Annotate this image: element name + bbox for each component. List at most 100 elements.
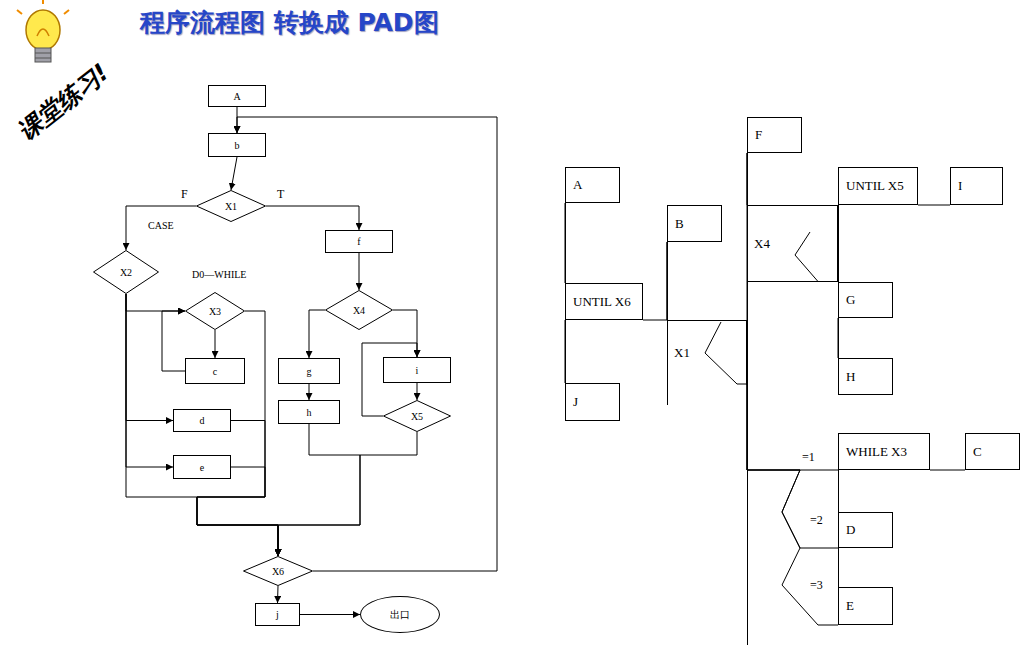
edge-label: =2 [809,514,824,527]
decision-diamond: X1 [196,190,266,222]
node-text: X1 [225,201,237,212]
connector [197,467,278,556]
connector [278,432,417,556]
node-text: E [846,598,854,614]
exercise-banner: 课堂练习! [2,49,124,154]
node-text: g [307,366,312,377]
decision-diamond: X2 [93,250,159,294]
pad-box: G [838,282,893,318]
connector [126,294,173,467]
pad-box: B [667,205,722,242]
node-text: B [675,216,684,232]
connector [417,383,418,400]
process-box: e [173,455,231,479]
node-text: X3 [209,306,221,317]
node-text: D [846,522,855,538]
node-text: X1 [674,345,690,361]
process-box: g [278,358,340,384]
connector [266,206,359,230]
connector [277,586,279,603]
node-text: I [958,178,962,194]
connector [747,385,838,625]
edge-label: =3 [809,579,824,592]
node-text: C [973,444,982,460]
connector [162,311,185,371]
process-box: A [208,85,266,107]
node-text: UNTIL X5 [846,178,904,194]
process-box: i [383,357,451,383]
node-text: j [276,609,279,620]
process-box: c [185,358,245,384]
connector [278,424,360,556]
edge-label: T [276,188,285,201]
pad-box: I [950,167,1003,205]
edge-label: F [180,188,189,201]
connector [309,310,325,358]
node-text: d [200,415,205,426]
terminal-ellipse: 出口 [360,596,440,633]
connector [930,470,965,471]
pad-decision: X4 [747,205,838,282]
connector [126,294,185,311]
connector [197,421,278,557]
pad-box: C [965,433,1020,470]
connector [215,330,216,358]
pad-bars [566,117,839,645]
connector [838,318,839,358]
connector [643,242,667,320]
connector [565,320,566,383]
node-text: UNTIL X6 [573,294,631,310]
node-text: 出口 [390,608,410,622]
node-text: F [755,127,762,143]
process-box: f [325,230,393,253]
connector [747,385,838,470]
pad-decision: X1 [667,320,747,385]
node-text: X2 [120,267,132,278]
node-text: c [213,366,217,377]
connector [747,153,748,320]
pad-box: WHILE X3 [838,433,930,470]
connector [747,385,838,548]
decision-diamond: X6 [243,556,313,586]
flow-note: D0—WHILE [192,269,246,280]
decision-diamond: X4 [325,290,393,330]
pad-box: F [747,117,802,153]
node-text: G [846,292,855,308]
node-text: WHILE X3 [846,444,907,460]
connector [359,253,360,290]
connector [309,384,310,400]
node-text: J [573,394,578,410]
connector [126,206,196,250]
connector [667,242,668,320]
edge-label: =1 [801,451,816,464]
connector [393,310,417,357]
pad-box: D [838,512,893,548]
node-text: X6 [272,566,284,577]
node-text: b [235,140,240,151]
process-box: b [208,133,266,157]
node-text: X4 [353,305,365,316]
connector [126,294,278,556]
pad-box: J [565,383,620,421]
node-text: A [573,177,582,193]
connector [237,117,497,571]
pad-box: E [838,587,893,625]
lightbulb-icon [17,0,69,62]
connector [126,294,173,421]
process-box: d [173,409,231,432]
connector [300,614,360,615]
decision-diamond: X5 [383,400,451,432]
node-text: e [200,462,204,473]
decision-diamond: X3 [185,292,245,330]
connector [747,153,748,205]
connector [231,157,237,190]
node-text: i [416,365,419,376]
pad-box: H [838,358,893,395]
pad-box: UNTIL X5 [838,167,918,205]
node-text: A [233,91,240,102]
connector [918,205,950,206]
node-text: h [307,407,312,418]
node-text: f [357,236,360,247]
node-text: H [846,369,855,385]
